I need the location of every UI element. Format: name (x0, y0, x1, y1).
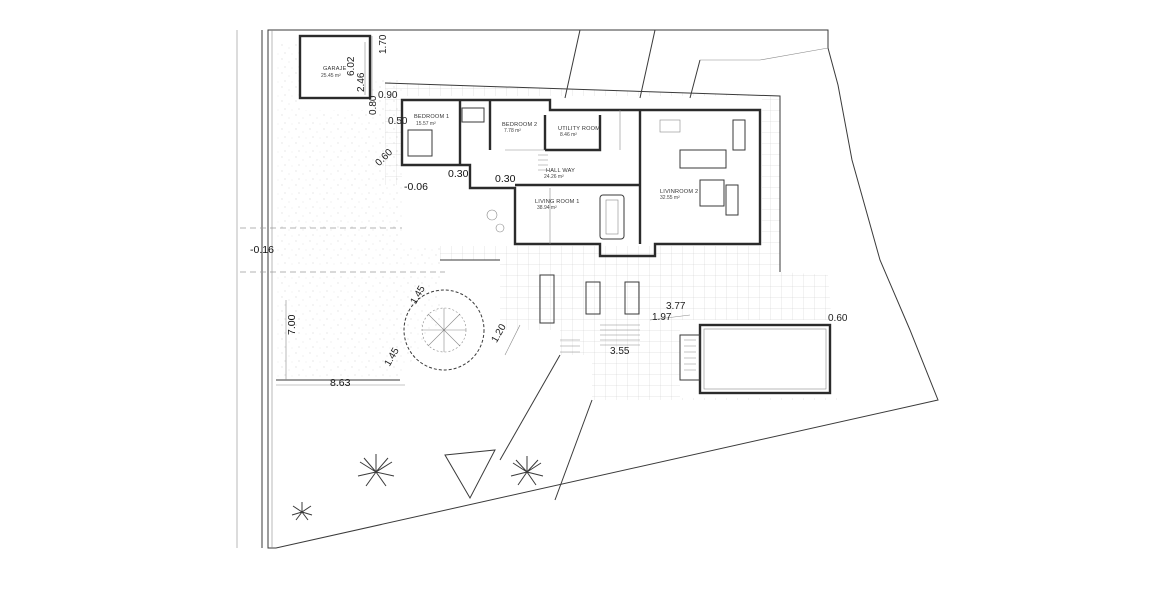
palm-tree-icon (357, 454, 395, 487)
garage-label: GARAJE (323, 66, 347, 72)
living2-label: LIVINROOM 2 (660, 189, 698, 195)
garage: GARAJE 25.45 m² (298, 34, 373, 100)
living1-area: 38.94 m² (537, 205, 557, 211)
dimension-3.55: 3.55 (610, 346, 630, 357)
palm-tree-icon (510, 456, 544, 486)
dimension-0.30-a: 0.30 (448, 168, 469, 180)
dimension-8.63: 8.63 (330, 377, 351, 389)
circular-planter (403, 289, 485, 371)
dimension-0.60-b: 0.60 (828, 313, 848, 324)
palm-tree-icon (291, 502, 313, 521)
level-minus-0.06: -0.06 (404, 181, 428, 193)
utility-area: 8.46 m² (560, 132, 577, 138)
hallway-area: 24.26 m² (544, 174, 564, 180)
dimension-lines (276, 42, 691, 386)
site-boundary (236, 29, 939, 549)
garage-area: 25.45 m² (321, 73, 341, 79)
hallway-label: HALL WAY (546, 168, 575, 174)
dimension-0.80: 0.80 (368, 95, 379, 115)
terrain-lines (564, 29, 829, 99)
dimension-0.50: 0.50 (388, 116, 408, 127)
dimension-6.02: 6.02 (346, 56, 357, 76)
living1-label: LIVING ROOM 1 (535, 199, 580, 205)
garden-paths (444, 324, 593, 501)
bedroom2-area: 7.78 m² (504, 128, 521, 134)
level-minus-0.16: -0.16 (250, 244, 274, 256)
swimming-pool (679, 320, 838, 398)
dimension-0.90: 0.90 (378, 90, 398, 101)
dimension-0.30-b: 0.30 (495, 173, 516, 185)
house: BEDROOM 1 15.57 m² BEDROOM 2 7.78 m² UTI… (400, 96, 762, 353)
bedroom1-area: 15.57 m² (416, 121, 436, 127)
dimension-1.70: 1.70 (378, 34, 389, 54)
utility-label: UTILITY ROOM (558, 126, 600, 132)
living2-area: 32.55 m² (660, 195, 680, 201)
dimension-7.00: 7.00 (286, 314, 298, 335)
dimension-1.97: 1.97 (652, 312, 672, 323)
bedroom1-label: BEDROOM 1 (414, 114, 449, 120)
bedroom2-label: BEDROOM 2 (502, 122, 537, 128)
dimension-2.46: 2.46 (356, 72, 367, 92)
dimension-3.77: 3.77 (666, 301, 686, 312)
